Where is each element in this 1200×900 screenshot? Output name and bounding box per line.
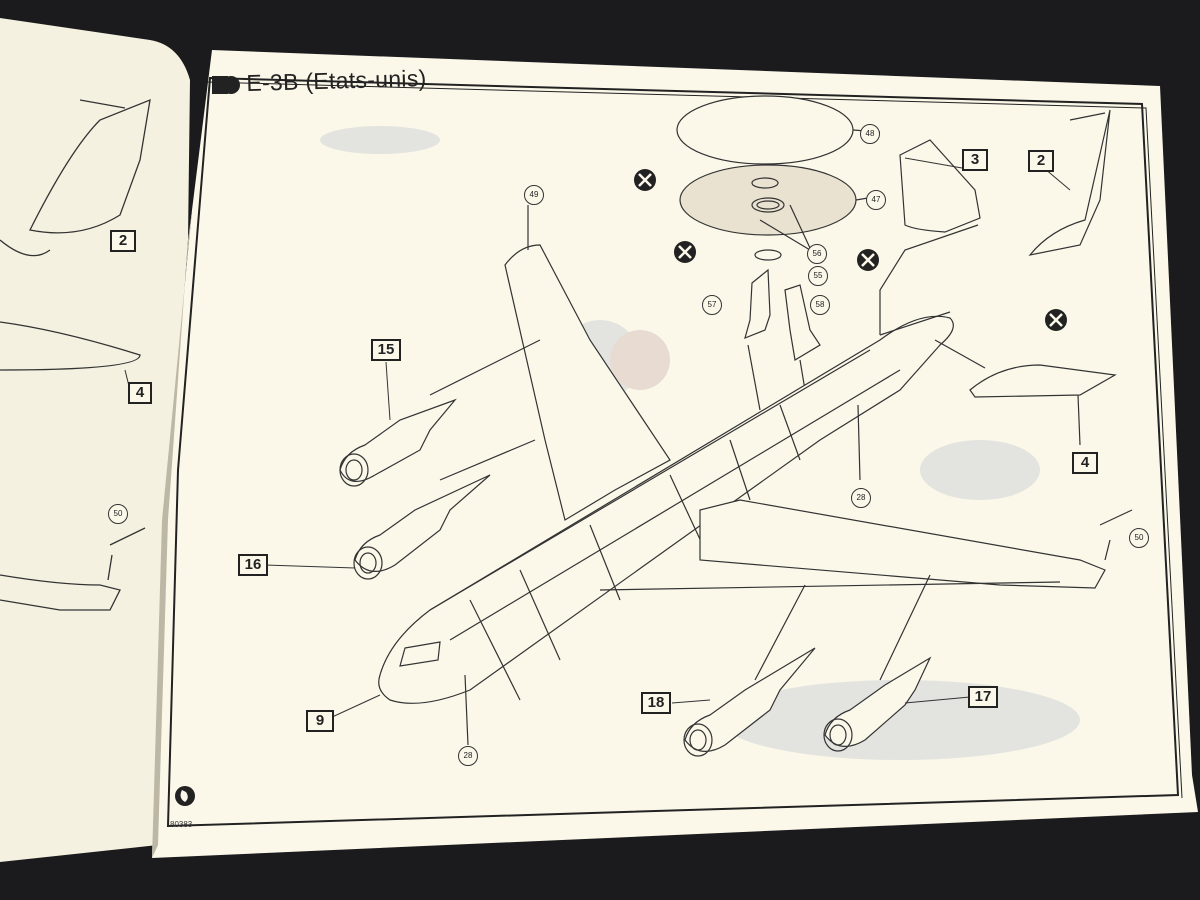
diagram-frame <box>166 76 1180 828</box>
part-circle-57: 57 <box>702 295 722 315</box>
part-box-15: 15 <box>371 339 401 361</box>
part-circle-50-right: 50 <box>1129 528 1149 548</box>
part-box-3: 3 <box>962 149 988 171</box>
left-page <box>0 18 190 862</box>
part-circle-47: 47 <box>866 190 886 210</box>
part-box-16: 16 <box>238 554 268 576</box>
part-circle-28-nose: 28 <box>458 746 478 766</box>
step-icons <box>175 76 240 806</box>
part-box-4: 4 <box>1072 452 1098 474</box>
part-circle-56: 56 <box>807 244 827 264</box>
part-circle-55: 55 <box>808 266 828 286</box>
part-box-17: 17 <box>968 686 998 708</box>
part-box-left-4: 4 <box>128 382 152 404</box>
part-circle-49: 49 <box>524 185 544 205</box>
page-title: E-3B (Etats-unis) <box>246 64 427 96</box>
part-circle-58: 58 <box>810 295 830 315</box>
part-circle-48: 48 <box>860 124 880 144</box>
page-code: 80383 <box>170 820 193 829</box>
cross-marker-icons <box>634 169 1067 331</box>
part-box-18: 18 <box>641 692 671 714</box>
part-box-2: 2 <box>1028 150 1054 172</box>
part-box-left-2: 2 <box>110 230 136 252</box>
part-box-9: 9 <box>306 710 334 732</box>
part-circle-28-fuselage: 28 <box>851 488 871 508</box>
part-circle-50-left: 50 <box>108 504 128 524</box>
